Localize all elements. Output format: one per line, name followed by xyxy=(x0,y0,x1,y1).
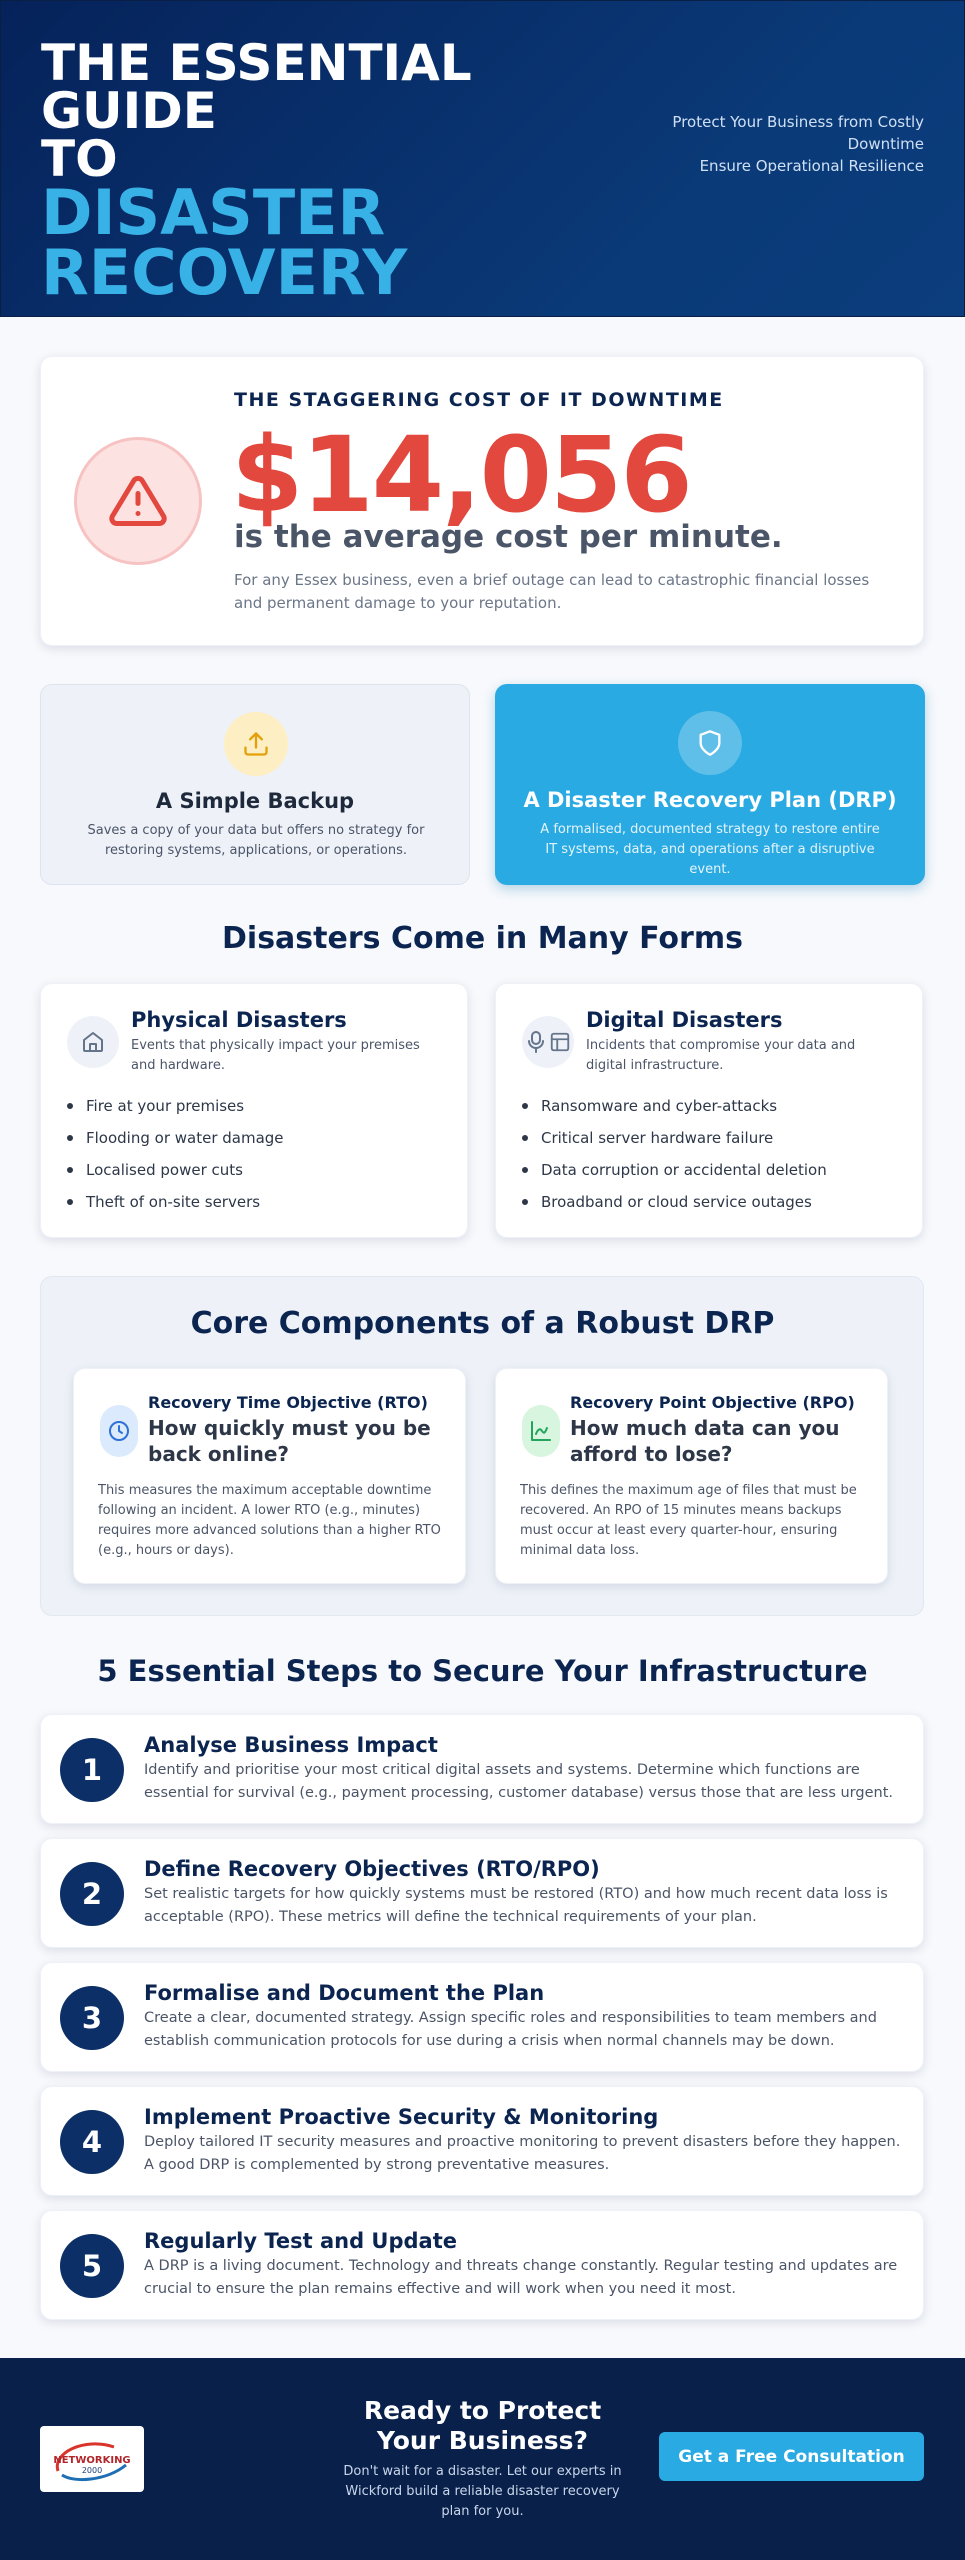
cost-unit: is the average cost per minute. xyxy=(234,519,783,555)
title-line: TO xyxy=(41,130,118,188)
digital-title: Digital Disasters xyxy=(586,1008,783,1032)
upload-icon xyxy=(224,712,288,776)
rto-card: Recovery Time Objective (RTO) How quickl… xyxy=(73,1368,466,1584)
step-card: 5 Regularly Test and Update A DRP is a l… xyxy=(40,2210,924,2320)
backup-card: A Simple Backup Saves a copy of your dat… xyxy=(40,684,470,885)
step-number: 5 xyxy=(60,2234,124,2298)
step-number: 4 xyxy=(60,2110,124,2174)
line-chart-icon xyxy=(522,1405,560,1457)
step-description: A DRP is a living document. Technology a… xyxy=(144,2258,898,2297)
warning-triangle-icon xyxy=(74,437,202,565)
logo-subtext: 2000 xyxy=(82,2466,102,2475)
digital-description: Incidents that compromise your data and … xyxy=(586,1038,856,1073)
subtitle-line: Protect Your Business from Costly Downti… xyxy=(672,113,924,153)
step-number: 2 xyxy=(60,1862,124,1926)
logo-wordmark: NETWORKING xyxy=(53,2455,130,2466)
title-highlight: RECOVERY xyxy=(41,236,408,309)
step-description: Identify and prioritise your most critic… xyxy=(144,1762,893,1801)
cost-value: $14,056 xyxy=(231,414,693,536)
backup-title: A Simple Backup xyxy=(155,789,355,813)
steps-section-title: 5 Essential Steps to Secure Your Infrast… xyxy=(97,1654,868,1688)
rpo-card: Recovery Point Objective (RPO) How much … xyxy=(495,1368,888,1584)
company-logo[interactable]: NETWORKING 2000 xyxy=(40,2426,144,2492)
cost-label: THE STAGGERING COST OF IT DOWNTIME xyxy=(234,389,724,411)
list-item: Theft of on-site servers xyxy=(65,1190,455,1222)
server-icon xyxy=(522,1016,574,1068)
step-title: Formalise and Document the Plan xyxy=(144,1981,545,2005)
step-title: Analyse Business Impact xyxy=(144,1733,438,1757)
physical-disasters-card: Physical Disasters Events that physicall… xyxy=(40,983,468,1238)
physical-title: Physical Disasters xyxy=(131,1008,347,1032)
list-item: Broadband or cloud service outages xyxy=(520,1190,910,1222)
footer-title-line: Your Business? xyxy=(376,2426,589,2455)
drp-title: A Disaster Recovery Plan (DRP) xyxy=(523,788,897,812)
list-item: Localised power cuts xyxy=(65,1158,455,1190)
step-card: 2 Define Recovery Objectives (RTO/RPO) S… xyxy=(40,1838,924,1948)
step-description: Set realistic targets for how quickly sy… xyxy=(144,1886,888,1925)
physical-list: Fire at your premises Flooding or water … xyxy=(65,1094,455,1222)
digital-disasters-card: Digital Disasters Incidents that comprom… xyxy=(495,983,923,1238)
step-card: 3 Formalise and Document the Plan Create… xyxy=(40,1962,924,2072)
cta-footer: NETWORKING 2000 Ready to Protect Your Bu… xyxy=(0,2358,965,2560)
rpo-label: Recovery Point Objective (RPO) xyxy=(570,1393,855,1412)
step-title: Regularly Test and Update xyxy=(144,2229,457,2253)
physical-description: Events that physically impact your premi… xyxy=(131,1038,420,1073)
rto-question: How quickly must you be back online? xyxy=(148,1416,431,1466)
shield-icon xyxy=(678,711,742,775)
drp-card: A Disaster Recovery Plan (DRP) A formali… xyxy=(495,684,925,885)
title-line: THE ESSENTIAL GUIDE xyxy=(41,34,472,140)
list-item: Ransomware and cyber-attacks xyxy=(520,1094,910,1126)
step-description: Deploy tailored IT security measures and… xyxy=(144,2134,901,2173)
subtitle-line: Ensure Operational Resilience xyxy=(699,157,924,175)
list-item: Flooding or water damage xyxy=(65,1126,455,1158)
step-description: Create a clear, documented strategy. Ass… xyxy=(144,2010,877,2049)
step-title: Define Recovery Objectives (RTO/RPO) xyxy=(144,1857,600,1881)
list-item: Fire at your premises xyxy=(65,1094,455,1126)
step-card: 1 Analyse Business Impact Identify and p… xyxy=(40,1714,924,1824)
rpo-description: This defines the maximum age of files th… xyxy=(520,1483,857,1558)
step-card: 4 Implement Proactive Security & Monitor… xyxy=(40,2086,924,2196)
core-section-title: Core Components of a Robust DRP xyxy=(190,1306,775,1341)
list-item: Critical server hardware failure xyxy=(520,1126,910,1158)
step-number: 1 xyxy=(60,1738,124,1802)
home-icon xyxy=(67,1016,119,1068)
free-consultation-button[interactable]: Get a Free Consultation xyxy=(659,2432,924,2481)
digital-list: Ransomware and cyber-attacks Critical se… xyxy=(520,1094,910,1222)
title-highlight: DISASTER xyxy=(41,176,386,249)
clock-icon xyxy=(100,1405,138,1457)
list-item: Data corruption or accidental deletion xyxy=(520,1158,910,1190)
page-title: THE ESSENTIAL GUIDE TO DISASTER RECOVERY xyxy=(41,34,661,309)
drp-description: A formalised, documented strategy to res… xyxy=(540,822,880,877)
step-number: 3 xyxy=(60,1986,124,2050)
cost-description: For any Essex business, even a brief out… xyxy=(234,571,870,612)
footer-title-line: Ready to Protect xyxy=(363,2396,602,2425)
backup-description: Saves a copy of your data but offers no … xyxy=(87,823,425,858)
footer-title: Ready to Protect Your Business? xyxy=(310,2396,655,2456)
hero-header: THE ESSENTIAL GUIDE TO DISASTER RECOVERY… xyxy=(0,0,965,317)
rpo-question: How much data can you afford to lose? xyxy=(570,1416,840,1466)
downtime-cost-card: THE STAGGERING COST OF IT DOWNTIME $14,0… xyxy=(40,356,924,646)
rto-description: This measures the maximum acceptable dow… xyxy=(98,1483,441,1558)
disasters-section-title: Disasters Come in Many Forms xyxy=(222,921,743,956)
step-title: Implement Proactive Security & Monitorin… xyxy=(144,2105,659,2129)
footer-description: Don't wait for a disaster. Let our exper… xyxy=(343,2464,622,2519)
hero-subtitle: Protect Your Business from Costly Downti… xyxy=(634,111,924,177)
rto-label: Recovery Time Objective (RTO) xyxy=(148,1393,428,1412)
